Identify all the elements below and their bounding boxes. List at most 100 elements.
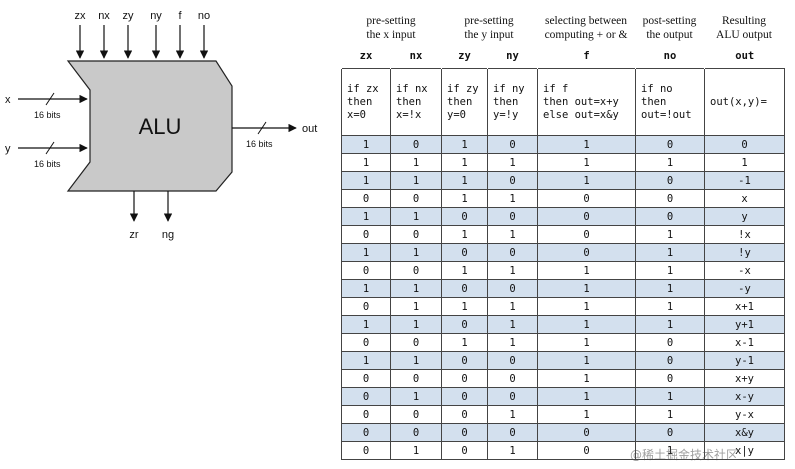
description-row: if zx then x=0 if nx then x=!x if zy the… [341,68,785,136]
out-output: out 16 bits [232,121,317,149]
cell-zx: 0 [341,261,391,280]
cell-f: 1 [537,261,636,280]
header-x-presetting: pre-setting the x input [366,15,416,41]
cell-f: 1 [537,171,636,190]
cell-f: 0 [537,243,636,262]
alu-title: ALU [139,114,182,139]
cell-out: x+y [704,369,785,388]
y-label: y [5,143,11,155]
cell-ny: 1 [487,189,538,208]
cell-no: 1 [635,297,705,316]
cell-zy: 1 [441,171,488,190]
cell-f: 0 [537,441,636,460]
cell-nx: 1 [390,297,442,316]
cell-ny: 0 [487,243,538,262]
cell-zx: 1 [341,351,391,370]
cell-f: 1 [537,279,636,298]
column-header-nx: nx [409,50,423,62]
description-ny: if ny then y=!y [487,68,538,136]
description-zx: if zx then x=0 [341,68,391,136]
cell-zx: 0 [341,405,391,424]
cell-no: 0 [635,369,705,388]
cell-no: 0 [635,135,705,154]
cell-nx: 1 [390,153,442,172]
cell-ny: 0 [487,135,538,154]
input-label-nx: nx [98,10,110,22]
cell-ny: 0 [487,369,538,388]
cell-out: -1 [704,171,785,190]
cell-out: x [704,189,785,208]
alu-block [66,60,233,192]
cell-zx: 1 [341,171,391,190]
x-label: x [5,94,11,106]
cell-f: 0 [537,189,636,208]
column-header-out: out [735,50,755,62]
cell-no: 1 [635,261,705,280]
input-label-no: no [198,10,210,22]
cell-nx: 0 [390,423,442,442]
cell-out: x-y [704,387,785,406]
cell-nx: 1 [390,171,442,190]
cell-f: 0 [537,207,636,226]
cell-f: 1 [537,153,636,172]
cell-no: 0 [635,171,705,190]
cell-zy: 0 [441,279,488,298]
column-header-ny: ny [506,50,519,62]
cell-nx: 0 [390,189,442,208]
cell-f: 1 [537,315,636,334]
x-input: x 16 bits [5,92,88,120]
cell-ny: 1 [487,405,538,424]
input-label-zx: zx [75,10,87,22]
column-header-no: no [663,50,677,62]
cell-f: 1 [537,369,636,388]
cell-zy: 1 [441,261,488,280]
cell-no: 0 [635,189,705,208]
cell-out: x-1 [704,333,785,352]
cell-no: 0 [635,423,705,442]
cell-zx: 1 [341,243,391,262]
cell-zy: 0 [441,423,488,442]
cell-no: 1 [635,279,705,298]
cell-out: y-1 [704,351,785,370]
cell-out: x&y [704,423,785,442]
cell-zy: 0 [441,315,488,334]
cell-ny: 0 [487,387,538,406]
cell-no: 1 [635,243,705,262]
cell-no: 1 [635,225,705,244]
control-inputs: zx nx zy ny f no [75,10,210,59]
cell-ny: 1 [487,333,538,352]
out-label: out [302,123,317,135]
input-label-zy: zy [123,10,135,22]
y-bus-slash [45,141,55,155]
cell-zy: 1 [441,135,488,154]
cell-zx: 1 [341,135,391,154]
cell-nx: 1 [390,351,442,370]
cell-no: 1 [635,153,705,172]
cell-no: 0 [635,207,705,226]
watermark: @稀土掘金技术社区 [630,448,739,462]
cell-ny: 1 [487,297,538,316]
cell-zy: 0 [441,441,488,460]
cell-no: 1 [635,387,705,406]
description-nx: if nx then x=!x [390,68,442,136]
cell-no: 0 [635,333,705,352]
x-bus-width: 16 bits [34,110,61,120]
description-no: if no then out=!out [635,68,705,136]
cell-zx: 1 [341,153,391,172]
out-bus-width: 16 bits [246,139,273,149]
cell-zy: 0 [441,405,488,424]
